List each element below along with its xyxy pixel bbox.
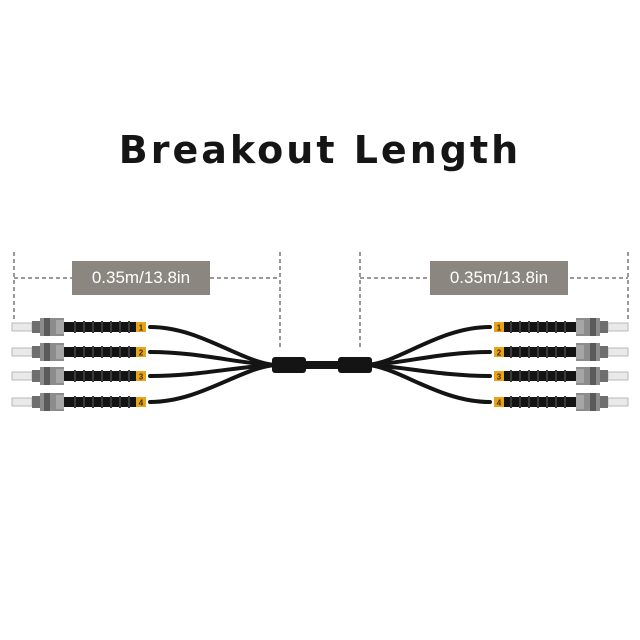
fanout-kit-icon [272,357,372,373]
wire-right-4 [366,363,492,404]
fanout-wires [148,325,492,404]
breakout-length-right-label: 0.35m/13.8in [430,261,568,295]
st-connector-icon: 3 [11,367,146,385]
st-connector-icon: 4 [494,393,629,411]
st-connector-icon: 2 [494,343,629,361]
wire-left-4 [148,363,277,404]
st-connector-icon: 2 [11,343,146,361]
st-connector-icon: 3 [494,367,629,385]
wire-left-2 [148,350,277,367]
st-connector-icon: 1 [11,318,146,336]
leg-number-label: 2 [139,349,144,358]
connector-group: 1 1 2 2 3 3 4 4 [11,318,629,411]
leg-number-label: 1 [497,324,502,333]
leg-number-label: 4 [497,399,502,408]
leg-number-label: 4 [139,399,144,408]
leg-number-label: 3 [139,373,144,382]
leg-number-label: 2 [497,349,502,358]
page-title: Breakout Length [118,128,522,172]
st-connector-icon: 1 [494,318,629,336]
st-connector-icon: 4 [11,393,146,411]
leg-number-label: 1 [139,324,144,333]
breakout-length-left-label: 0.35m/13.8in [72,261,210,295]
wire-right-1 [366,325,492,367]
leg-number-label: 3 [497,373,502,382]
